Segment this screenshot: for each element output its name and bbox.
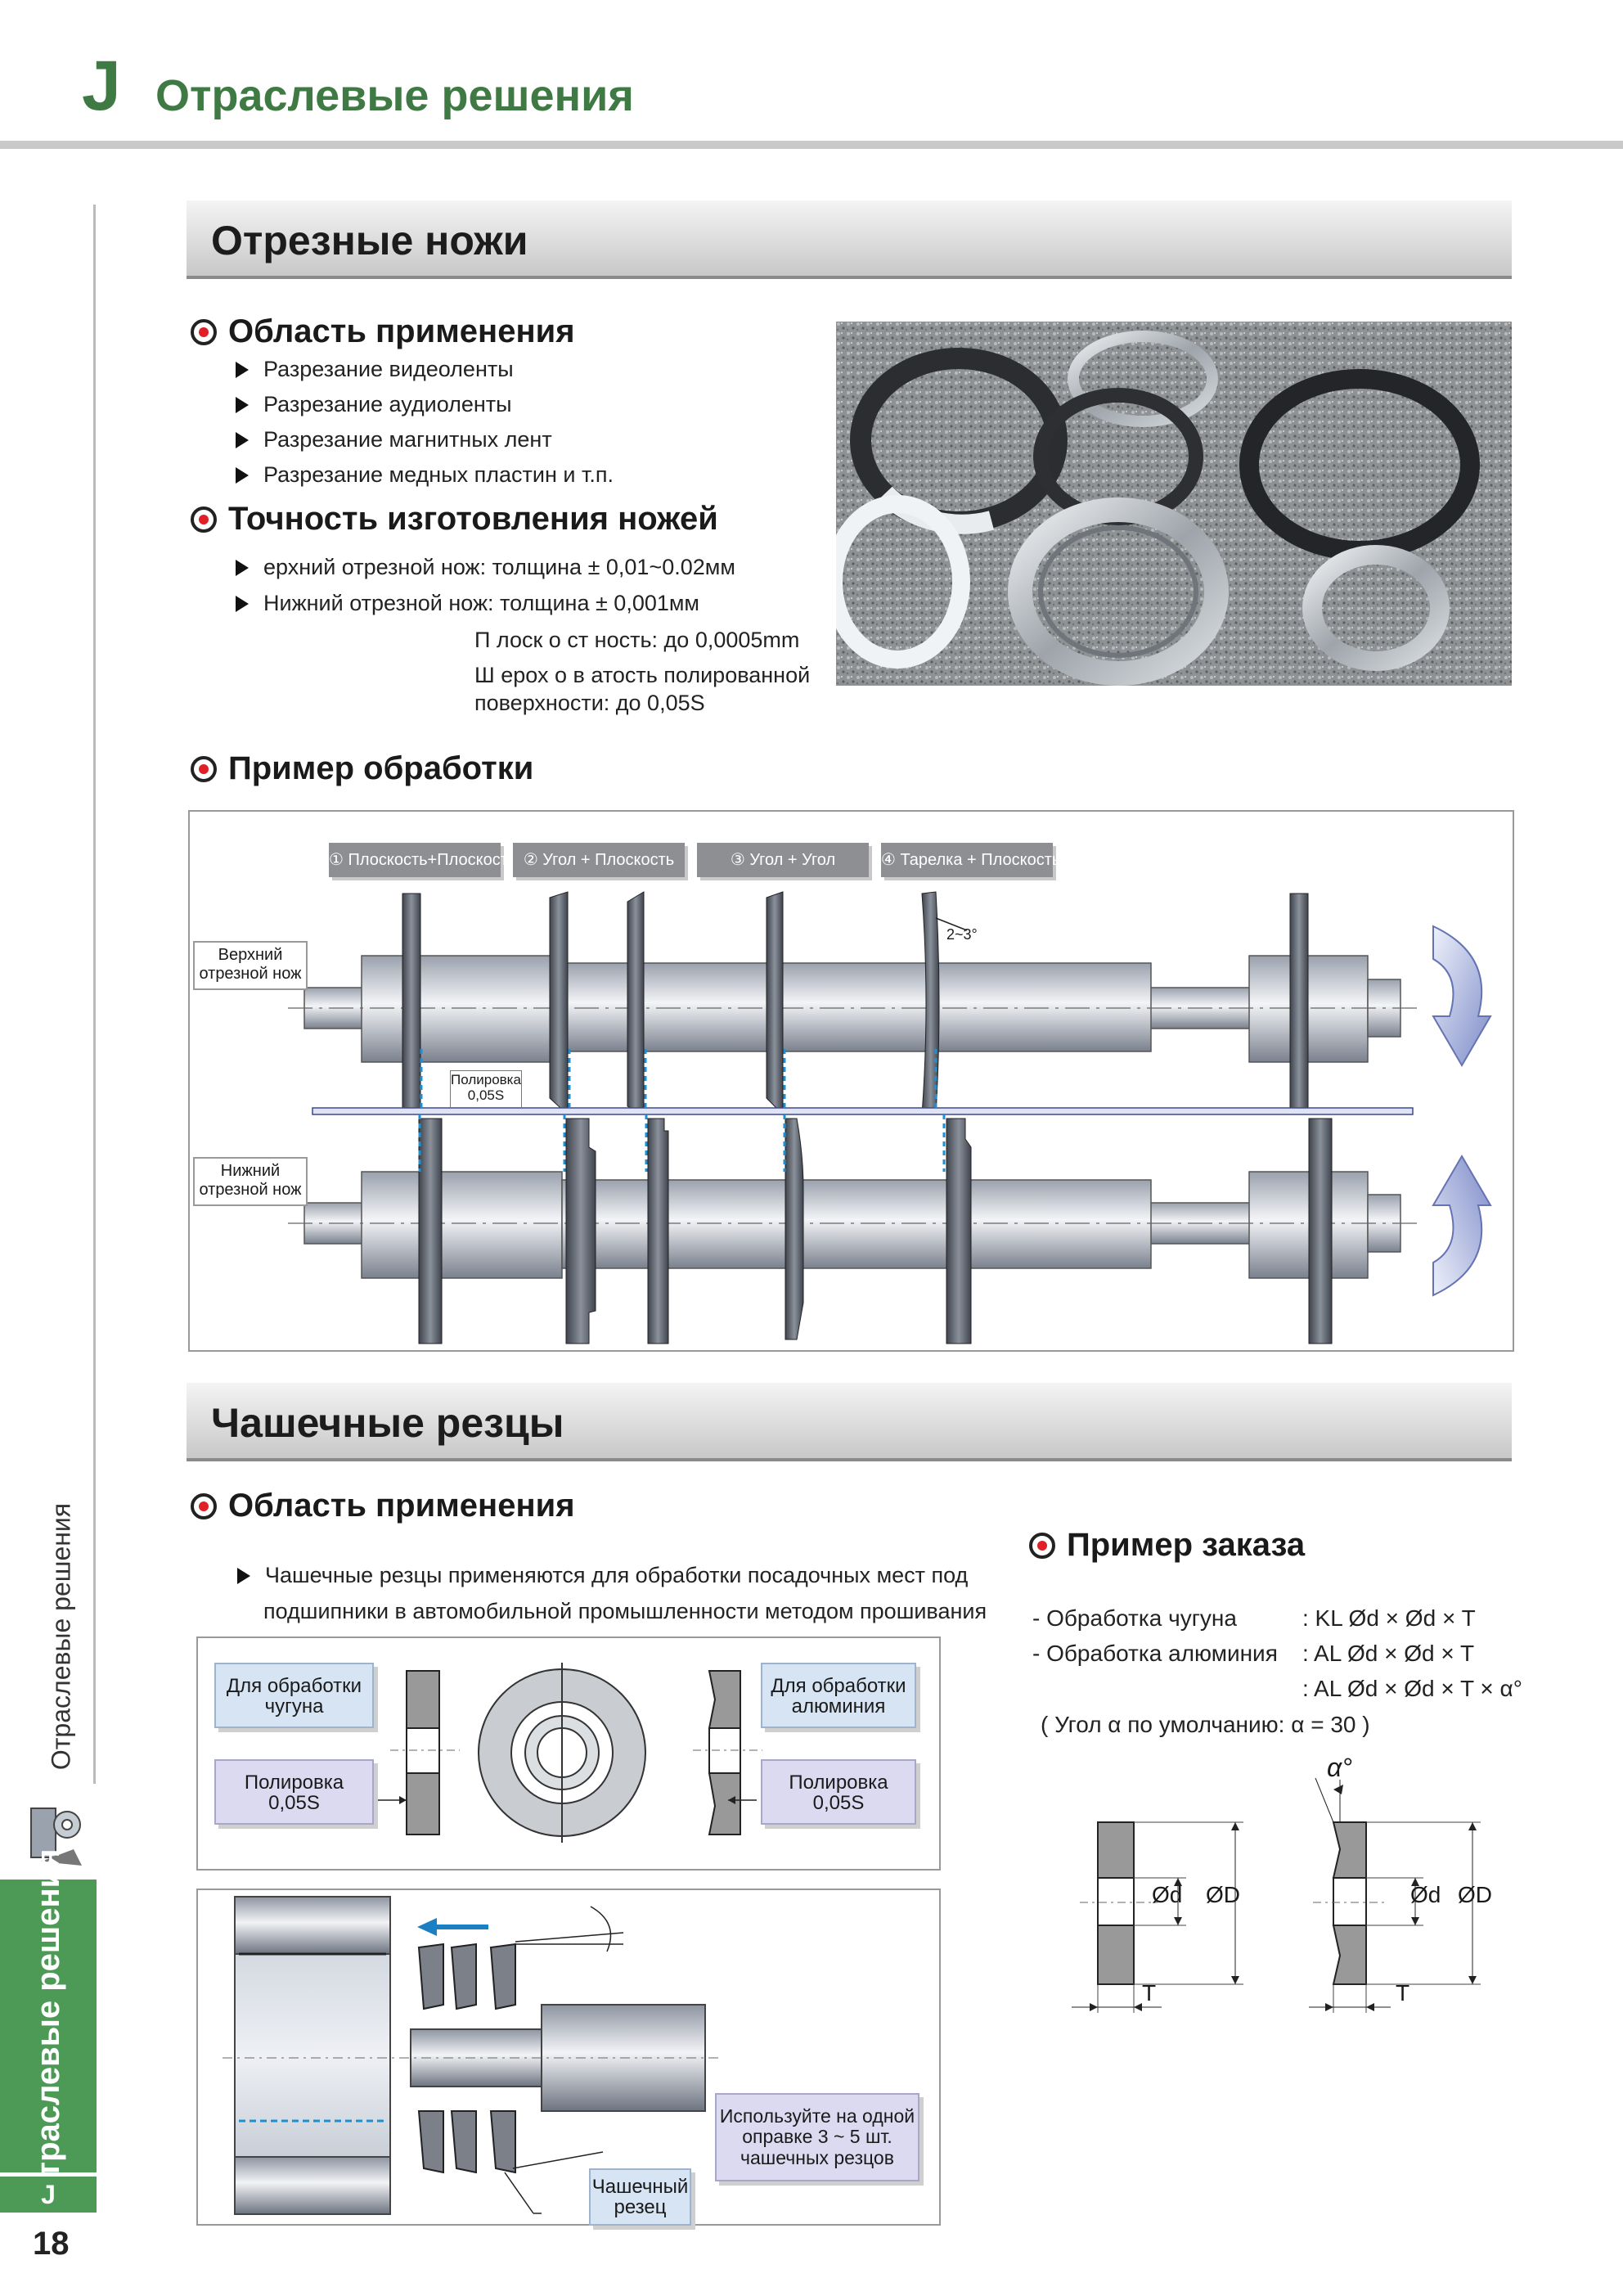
triangle-bullet-icon: [236, 467, 249, 484]
section-banner-cup-cutters: Чашечные резцы: [187, 1383, 1512, 1461]
list-item: Разрезание аудиоленты: [236, 392, 512, 417]
broaching-drawing: [223, 1896, 722, 2215]
red-dot-bullet-icon: [191, 756, 217, 782]
triangle-bullet-icon: [236, 397, 249, 413]
dim-d-right: Ød: [1410, 1882, 1441, 1907]
cutter-thumbnail-icon: [30, 1808, 82, 1866]
dim-T-left: T: [1142, 1980, 1157, 2006]
red-dot-bullet-icon: [1029, 1533, 1055, 1559]
list-item: ерхний отрезной нож: толщина ± 0,01~0.02…: [236, 555, 735, 580]
section-letter: J: [82, 47, 121, 125]
triangle-bullet-icon: [236, 432, 249, 448]
red-dot-bullet-icon: [191, 1493, 217, 1519]
order-dimension-drawing: [1072, 1777, 1481, 2013]
order-row-label: - Обработка алюминия: [1032, 1641, 1278, 1666]
order-default-note: ( Угол α по умолчанию: α = 30 ): [1041, 1712, 1370, 1737]
subheading-example: Пример обработки: [191, 750, 533, 787]
page-title: Отраслевые решения: [155, 71, 634, 120]
sidebar-section-tab[interactable]: Отраслевые решения: [0, 1848, 97, 2204]
order-row-value: : KL Ød × Ød × T: [1302, 1605, 1476, 1631]
list-item: Разрезание медных пластин и т.п.: [236, 462, 614, 488]
tab-angle-angle: ③ Угол + Угол: [697, 843, 869, 877]
dim-D-left: ØD: [1206, 1882, 1240, 1907]
slitting-example-diagram: ① Плоскость+Плоскость ② Угол + Плоскость…: [188, 810, 1514, 1352]
subheading-order-example: Пример заказа: [1029, 1527, 1305, 1564]
section-banner-slitting-knives: Отрезные ножи: [187, 200, 1512, 279]
angle-label: 2~3°: [946, 926, 978, 943]
cup-cutter-sections-drawing: [376, 1663, 762, 1843]
tab-angle-flat: ② Угол + Плоскость: [513, 843, 685, 877]
tab-flat-flat: ① Плоскость+Плоскость: [329, 843, 516, 877]
precision-note: П лоск о ст ность: до 0,0005mm Ш ерох о …: [474, 628, 811, 716]
subheading-application-2: Область применения: [191, 1488, 575, 1524]
triangle-bullet-icon: [236, 560, 249, 576]
subheading-precision: Точность изготовления ножей: [191, 501, 718, 538]
sidebar-section-letter: J: [0, 2177, 97, 2213]
triangle-bullet-icon: [237, 1568, 250, 1584]
triangle-bullet-icon: [236, 362, 249, 378]
sidebar-vertical-label: Отраслевые решения: [46, 1502, 76, 1771]
slitting-knives-photo: [836, 322, 1512, 686]
paragraph-line: Чашечные резцы применяются для обработки…: [237, 1563, 968, 1588]
sidebar-line: [93, 205, 96, 1784]
triangle-bullet-icon: [236, 596, 249, 612]
list-item: Разрезание видеоленты: [236, 357, 514, 382]
subheading-application: Область применения: [191, 313, 575, 350]
tab-dish-flat: ④ Тарелка + Плоскость: [881, 843, 1060, 877]
order-row-value: : AL Ød × Ød × T × α°: [1302, 1676, 1522, 1701]
header-rule: [0, 141, 1623, 149]
dim-alpha: α°: [1327, 1753, 1353, 1782]
dim-D-right: ØD: [1458, 1882, 1492, 1907]
paragraph-line: подшипники в автомобильной промышленност…: [263, 1599, 987, 1623]
list-item: Разрезание магнитных лент: [236, 427, 552, 452]
red-dot-bullet-icon: [191, 506, 217, 533]
order-row-value: : AL Ød × Ød × T: [1302, 1641, 1475, 1666]
slitting-shafts-drawing: [288, 891, 1492, 1344]
page-number: 18: [33, 2226, 70, 2262]
red-dot-bullet-icon: [191, 319, 217, 345]
list-item: Нижний отрезной нож: толщина ± 0,001мм: [236, 591, 699, 616]
order-row-label: - Обработка чугуна: [1032, 1605, 1237, 1631]
dim-d-left: Ød: [1152, 1882, 1183, 1907]
dim-T-right: T: [1396, 1980, 1410, 2006]
